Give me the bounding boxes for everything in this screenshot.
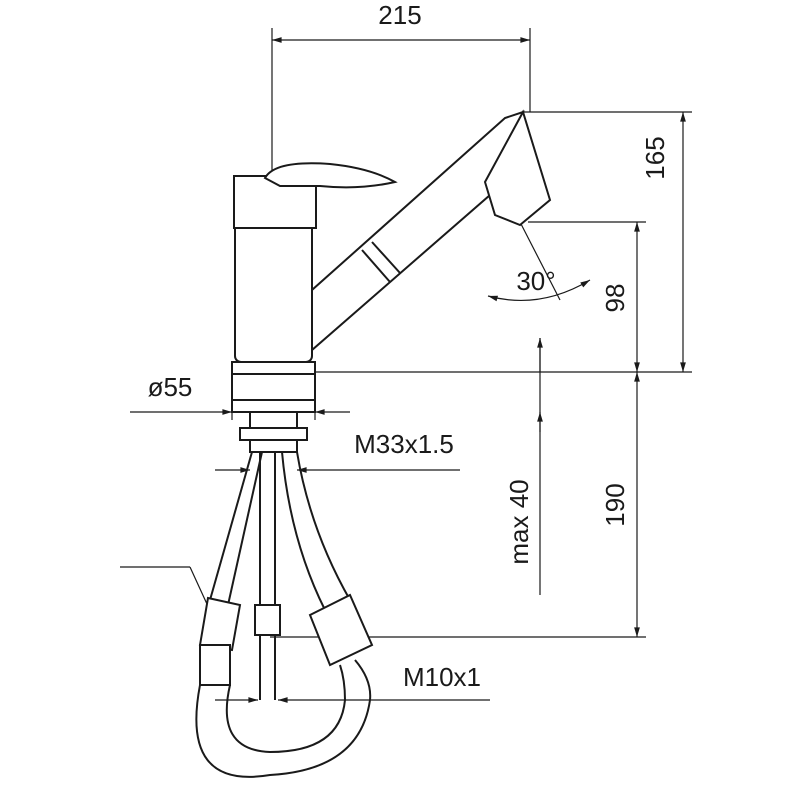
label-base-diameter: ø55	[148, 372, 193, 402]
label-spray-angle: 30°	[516, 266, 555, 296]
faucet-body	[231, 109, 552, 453]
label-max-thickness: max 40	[504, 479, 534, 564]
label-thread: M33x1.5	[354, 429, 454, 459]
label-spout-height: 165	[640, 136, 670, 179]
label-outlet-height: 98	[600, 284, 630, 313]
extension-lines	[120, 28, 692, 638]
label-overall-width: 215	[378, 0, 421, 30]
label-below-deck: 190	[600, 483, 630, 526]
dimension-lines	[130, 37, 686, 703]
label-connection: M10x1	[403, 662, 481, 692]
hoses	[195, 451, 374, 778]
